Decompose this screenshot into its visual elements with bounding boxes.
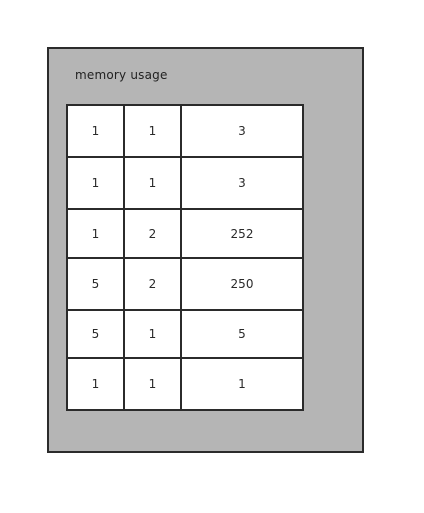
memory-usage-panel: memory usage 1 1 3 1 1 3 1 2 252 5 2 250: [47, 47, 364, 453]
table-cell: 1: [123, 104, 182, 158]
table-cell: 3: [180, 104, 304, 158]
table-cell: 5: [66, 309, 125, 359]
table-row: 1 1 3: [66, 156, 304, 210]
table-cell: 1: [123, 357, 182, 411]
table-row: 1 1 3: [66, 104, 304, 158]
table-cell: 1: [66, 104, 125, 158]
table-row: 5 2 250: [66, 257, 304, 311]
memory-table: 1 1 3 1 1 3 1 2 252 5 2 250 5 1: [66, 104, 304, 411]
table-cell: 1: [180, 357, 304, 411]
table-cell: 252: [180, 208, 304, 259]
table-cell: 1: [66, 208, 125, 259]
table-cell: 5: [180, 309, 304, 359]
table-cell: 1: [123, 156, 182, 210]
table-row: 1 1 1: [66, 357, 304, 411]
table-cell: 1: [123, 309, 182, 359]
table-row: 5 1 5: [66, 309, 304, 359]
table-row: 1 2 252: [66, 208, 304, 259]
table-cell: 5: [66, 257, 125, 311]
table-cell: 3: [180, 156, 304, 210]
table-cell: 1: [66, 357, 125, 411]
table-cell: 250: [180, 257, 304, 311]
table-cell: 1: [66, 156, 125, 210]
table-cell: 2: [123, 208, 182, 259]
table-cell: 2: [123, 257, 182, 311]
panel-title: memory usage: [75, 68, 168, 82]
